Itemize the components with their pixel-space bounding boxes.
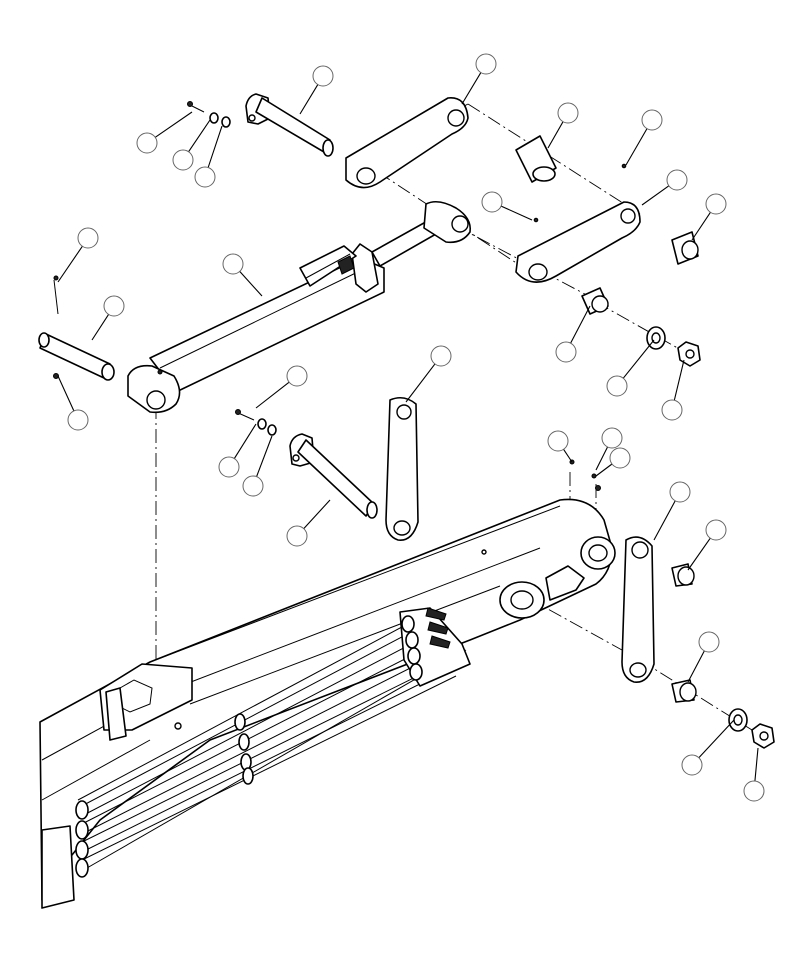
callout-leader-c10 <box>691 212 711 241</box>
callout-leader-c7 <box>207 125 223 168</box>
callout-leader-c18 <box>57 375 75 412</box>
callout-balloon-c30 <box>743 780 765 802</box>
pins <box>38 93 378 519</box>
callout-leader-c29 <box>698 719 735 759</box>
hydraulic-cylinder <box>127 200 472 414</box>
callout-leader-c15 <box>622 339 655 379</box>
callout-balloon-c8 <box>666 169 688 191</box>
callout-balloon-c21 <box>601 427 623 449</box>
callout-balloon-c9 <box>481 191 503 213</box>
callout-balloon-c11 <box>77 227 99 249</box>
callout-leader-c24 <box>256 435 273 477</box>
callout-balloon-c23 <box>218 456 240 478</box>
callout-leader-c30 <box>754 747 759 782</box>
callout-balloon-c14 <box>555 341 577 363</box>
vertical-link-center <box>385 396 419 541</box>
callout-balloon-c10 <box>705 193 727 215</box>
callout-leader-c19 <box>255 381 290 409</box>
callout-leader-c5 <box>154 111 193 138</box>
callout-leader-c25 <box>653 500 676 541</box>
boom-arm <box>39 498 616 909</box>
callout-leader-c14 <box>570 305 591 344</box>
callout-balloon-c22 <box>609 447 631 469</box>
vertical-link-right <box>621 536 655 683</box>
callout-balloon-c15 <box>606 375 628 397</box>
callout-balloon-c24 <box>242 475 264 497</box>
callout-balloon-c16 <box>661 399 683 421</box>
callout-balloon-c25 <box>669 481 691 503</box>
callout-leader-c3 <box>547 121 564 149</box>
callout-leader-c4 <box>625 128 648 166</box>
callout-leader-c21 <box>595 446 609 471</box>
callout-leader-c9 <box>500 205 533 221</box>
callout-leader-c23 <box>233 423 257 459</box>
callout-balloon-c2 <box>475 53 497 75</box>
callout-balloon-c28 <box>698 631 720 653</box>
callout-leader-c2 <box>461 72 482 105</box>
upper-link-right <box>515 201 641 283</box>
callout-balloon-c29 <box>681 754 703 776</box>
callout-leader-c28 <box>687 650 705 683</box>
callout-leader-c1 <box>299 84 319 115</box>
callout-balloon-c26 <box>705 519 727 541</box>
callout-balloon-c20 <box>547 430 569 452</box>
callout-balloon-c1 <box>312 65 334 87</box>
callout-balloon-c4 <box>641 109 663 131</box>
callout-leader-c16 <box>673 359 685 401</box>
upper-link-left <box>345 97 469 189</box>
callout-balloon-c5 <box>136 132 158 154</box>
callout-leader-c8 <box>641 185 670 206</box>
bushings <box>515 135 699 703</box>
callout-leader-c22 <box>595 463 613 477</box>
callout-balloon-c17 <box>430 345 452 367</box>
callout-leader-c13 <box>91 314 110 341</box>
callout-leader-c11 <box>57 245 83 283</box>
callout-balloon-c18 <box>67 409 89 431</box>
callout-balloon-c27 <box>286 525 308 547</box>
callout-leader-c17 <box>405 363 436 403</box>
callout-leader-c26 <box>687 537 711 571</box>
callout-leader-c27 <box>303 499 331 530</box>
callout-leader-c20 <box>563 449 573 463</box>
callout-balloon-c19 <box>286 365 308 387</box>
callout-balloon-c12 <box>222 253 244 275</box>
callout-balloon-c7 <box>194 166 216 188</box>
callout-leader-c6 <box>188 119 211 153</box>
hydraulic-lines <box>75 607 471 878</box>
callout-balloon-c3 <box>557 102 579 124</box>
callout-leader-c12 <box>239 271 263 297</box>
small-hardware <box>53 101 627 491</box>
callout-group <box>57 53 765 802</box>
callout-balloon-c6 <box>172 149 194 171</box>
callout-balloon-c13 <box>103 295 125 317</box>
